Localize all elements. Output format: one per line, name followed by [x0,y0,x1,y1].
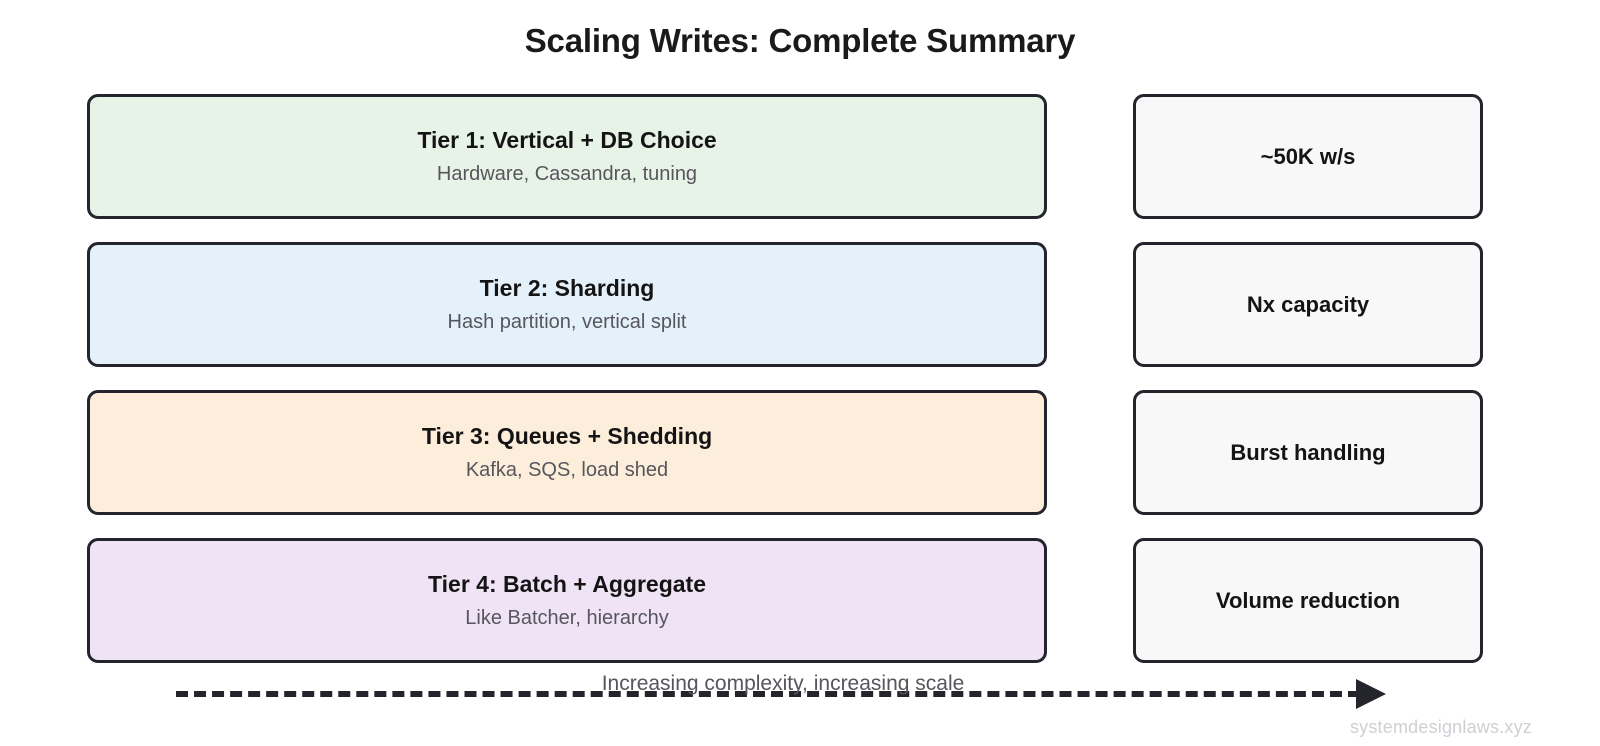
tier-box-2: Tier 2: Sharding Hash partition, vertica… [87,242,1047,367]
tier-box-4: Tier 4: Batch + Aggregate Like Batcher, … [87,538,1047,663]
result-box-4: Volume reduction [1133,538,1483,663]
tier-title-1: Tier 1: Vertical + DB Choice [417,126,717,153]
tier-box-1: Tier 1: Vertical + DB Choice Hardware, C… [87,94,1047,219]
watermark: systemdesignlaws.xyz [1349,717,1532,737]
dashed-line [176,691,1360,697]
result-label-2: Nx capacity [1246,291,1370,317]
arrow-caption: Increasing complexity, increasing scale [601,672,965,695]
progression-arrow [176,679,1386,709]
arrow-head-icon [1356,679,1386,709]
tier-subtitle-4: Like Batcher, hierarchy [465,607,669,630]
tier-title-4: Tier 4: Batch + Aggregate [428,570,706,597]
tier-title-2: Tier 2: Sharding [479,274,655,301]
result-box-3: Burst handling [1133,390,1483,515]
result-box-1: ~50K w/s [1133,94,1483,219]
result-label-1: ~50K w/s [1260,143,1356,169]
tier-box-3: Tier 3: Queues + Shedding Kafka, SQS, lo… [87,390,1047,515]
tier-subtitle-3: Kafka, SQS, load shed [465,459,669,482]
tier-subtitle-1: Hardware, Cassandra, tuning [436,163,698,186]
result-label-4: Volume reduction [1215,587,1401,613]
result-label-3: Burst handling [1230,439,1386,465]
result-box-2: Nx capacity [1133,242,1483,367]
tier-subtitle-2: Hash partition, vertical split [447,311,687,334]
page-title: Scaling Writes: Complete Summary [524,22,1076,59]
tier-title-3: Tier 3: Queues + Shedding [421,422,713,449]
